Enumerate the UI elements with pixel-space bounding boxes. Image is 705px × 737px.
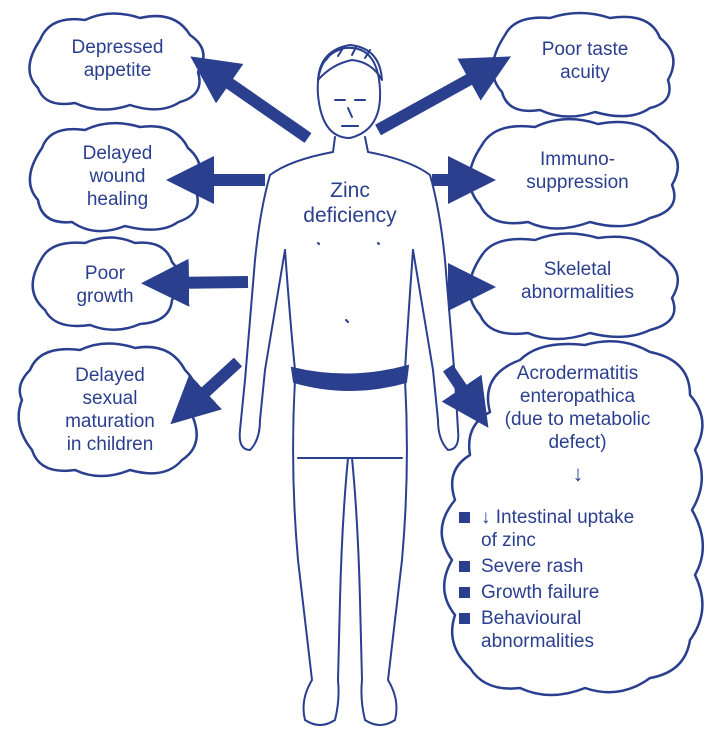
list-item: Severe rash <box>455 555 685 578</box>
label-delayed-sexual-maturation: Delayed sexual maturation in children <box>35 364 185 456</box>
arrow-to-depressed-appetite <box>210 70 308 138</box>
list-item: Growth failure <box>455 581 685 604</box>
bullet-square-icon <box>459 512 470 523</box>
list-item: Behavioural abnormalities <box>455 607 685 653</box>
acrodermatitis-list: ↓ Intestinal uptake of zinc Severe rash … <box>455 506 685 656</box>
waistband <box>292 366 408 390</box>
label-acrodermatitis: Acrodermatitis enteropathica (due to met… <box>485 362 670 454</box>
label-poor-taste-acuity: Poor taste acuity <box>505 38 665 84</box>
label-poor-growth: Poor growth <box>40 262 170 308</box>
acrodermatitis-down-arrow: ↓ <box>558 462 598 485</box>
bullet-square-icon <box>459 587 470 598</box>
bullet-square-icon <box>459 613 470 624</box>
arrow-to-poor-growth <box>165 282 248 283</box>
label-skeletal-abnormalities: Skeletal abnormalities <box>485 258 670 304</box>
arrow-to-poor-taste-acuity <box>378 68 490 130</box>
bullet-square-icon <box>459 561 470 572</box>
label-depressed-appetite: Depressed appetite <box>45 36 190 82</box>
list-item: ↓ Intestinal uptake of zinc <box>455 506 685 552</box>
arrow-to-acrodermatitis <box>448 368 475 408</box>
center-label: Zinc deficiency <box>290 178 410 228</box>
label-delayed-wound-healing: Delayed wound healing <box>45 142 190 211</box>
label-immunosuppression: Immuno- suppression <box>485 148 670 194</box>
